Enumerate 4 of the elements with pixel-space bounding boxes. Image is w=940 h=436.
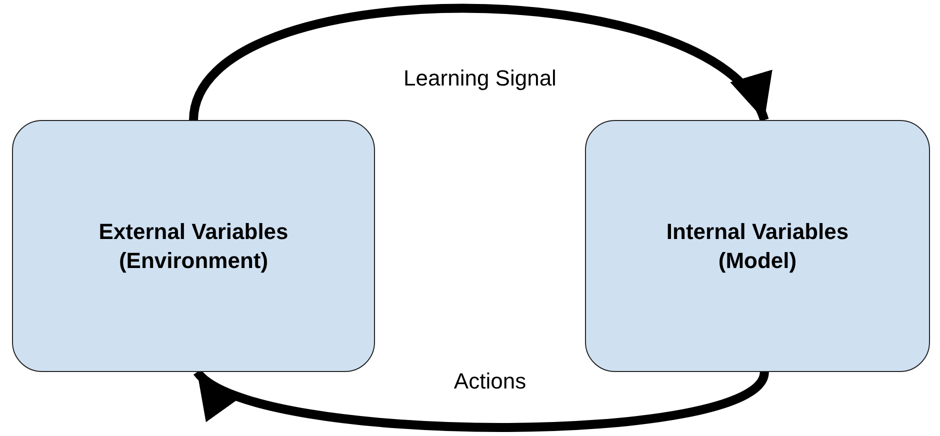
box-title: Internal Variables (Model) [665, 218, 850, 275]
rounded-box [585, 120, 930, 372]
box-title: External Variables (Environment) [98, 218, 290, 275]
rounded-box [12, 120, 375, 372]
